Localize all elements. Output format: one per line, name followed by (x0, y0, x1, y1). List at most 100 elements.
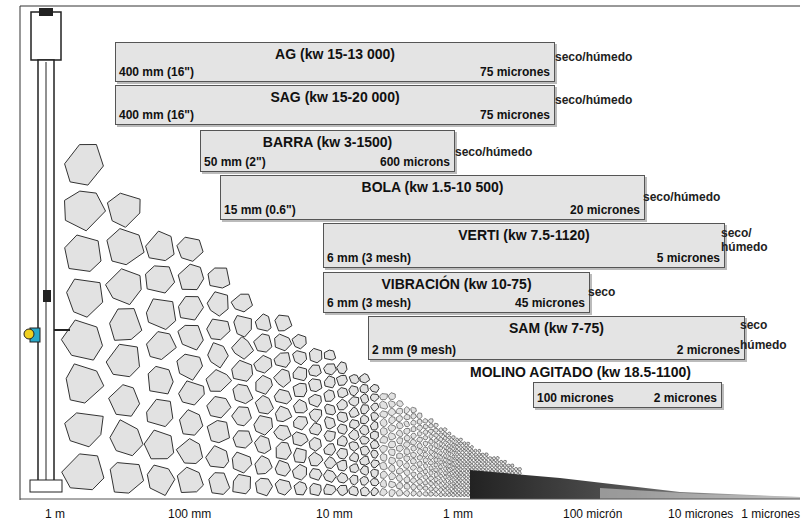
rock (147, 332, 177, 360)
rock (417, 485, 423, 490)
rock (467, 464, 470, 467)
feed-size: 15 mm (0.6") (224, 203, 296, 217)
rock (463, 453, 466, 456)
rock (434, 487, 439, 492)
rock (423, 458, 428, 463)
rock (66, 364, 104, 403)
rock (207, 292, 228, 316)
rock (294, 448, 307, 463)
rock (451, 470, 455, 473)
rock (389, 457, 396, 464)
rock (463, 475, 466, 478)
rock (443, 488, 447, 492)
rock (474, 460, 477, 463)
rock (411, 414, 417, 419)
rock (429, 434, 433, 439)
rock (456, 468, 459, 471)
rock (411, 407, 417, 412)
rock (459, 471, 462, 474)
feed-size: 6 mm (3 mesh) (327, 296, 411, 310)
rock (467, 475, 470, 478)
rock (423, 464, 428, 469)
rock (455, 490, 458, 493)
rock (452, 459, 455, 462)
rock (410, 439, 416, 445)
rock (388, 401, 395, 408)
rock (434, 458, 438, 462)
rock (451, 493, 455, 496)
rock (370, 479, 379, 486)
fines-pile (470, 470, 800, 499)
rock (179, 297, 204, 321)
rock (206, 370, 232, 392)
rock (451, 489, 455, 492)
rock (459, 490, 462, 493)
rock (423, 492, 428, 497)
rock (423, 486, 428, 491)
rock (459, 457, 463, 460)
rock (349, 397, 359, 407)
rock (417, 491, 422, 497)
rock (455, 442, 458, 446)
rock (503, 468, 506, 471)
rock (324, 431, 335, 442)
rock (388, 408, 396, 416)
rock (423, 424, 428, 428)
rock (443, 445, 447, 449)
mill-range-box: SAG (kw 15-20 000)400 mm (16")75 microne… (115, 85, 555, 125)
rock (478, 449, 481, 452)
frame-line (20, 6, 800, 7)
rock (274, 425, 292, 440)
rock (417, 467, 423, 472)
product-size: 75 micrones (480, 65, 550, 79)
rock (324, 376, 335, 388)
rock (463, 486, 466, 490)
rock (439, 451, 443, 455)
rock (411, 433, 417, 439)
rock (452, 451, 455, 455)
rock (396, 446, 403, 452)
rock (417, 473, 422, 479)
rock (207, 319, 230, 340)
rock (388, 393, 395, 400)
rock (451, 466, 455, 469)
axis-label: 1 micrones (741, 507, 800, 521)
rock (463, 468, 467, 471)
rock (459, 479, 462, 482)
rock (448, 464, 452, 468)
rock (455, 471, 458, 474)
rock (434, 438, 439, 442)
rock (275, 315, 292, 331)
rock (467, 482, 470, 485)
rock (233, 384, 253, 403)
rock (500, 460, 503, 463)
rock (309, 423, 321, 435)
rock (466, 468, 470, 471)
rock (389, 481, 396, 488)
rock (417, 455, 423, 460)
rock (500, 468, 503, 471)
rock (439, 428, 443, 432)
rock (67, 279, 103, 317)
rock (404, 421, 410, 427)
rock (466, 490, 469, 493)
rock (503, 460, 506, 463)
rock (439, 446, 443, 450)
rock (234, 316, 252, 338)
rock (456, 438, 459, 441)
rock (337, 461, 347, 472)
mill-name: SAM (kw 7-75) (369, 320, 744, 336)
rock (488, 467, 491, 471)
rock (434, 472, 438, 477)
rock (178, 264, 204, 289)
product-size: 2 micrones (677, 343, 740, 357)
rock (448, 452, 451, 456)
rock (443, 471, 447, 475)
axis-label: 100 mm (168, 507, 211, 521)
rock (380, 411, 388, 418)
rock (411, 420, 416, 425)
rock (463, 442, 466, 446)
rock (434, 477, 438, 481)
rock (410, 478, 416, 484)
rock (360, 384, 369, 393)
